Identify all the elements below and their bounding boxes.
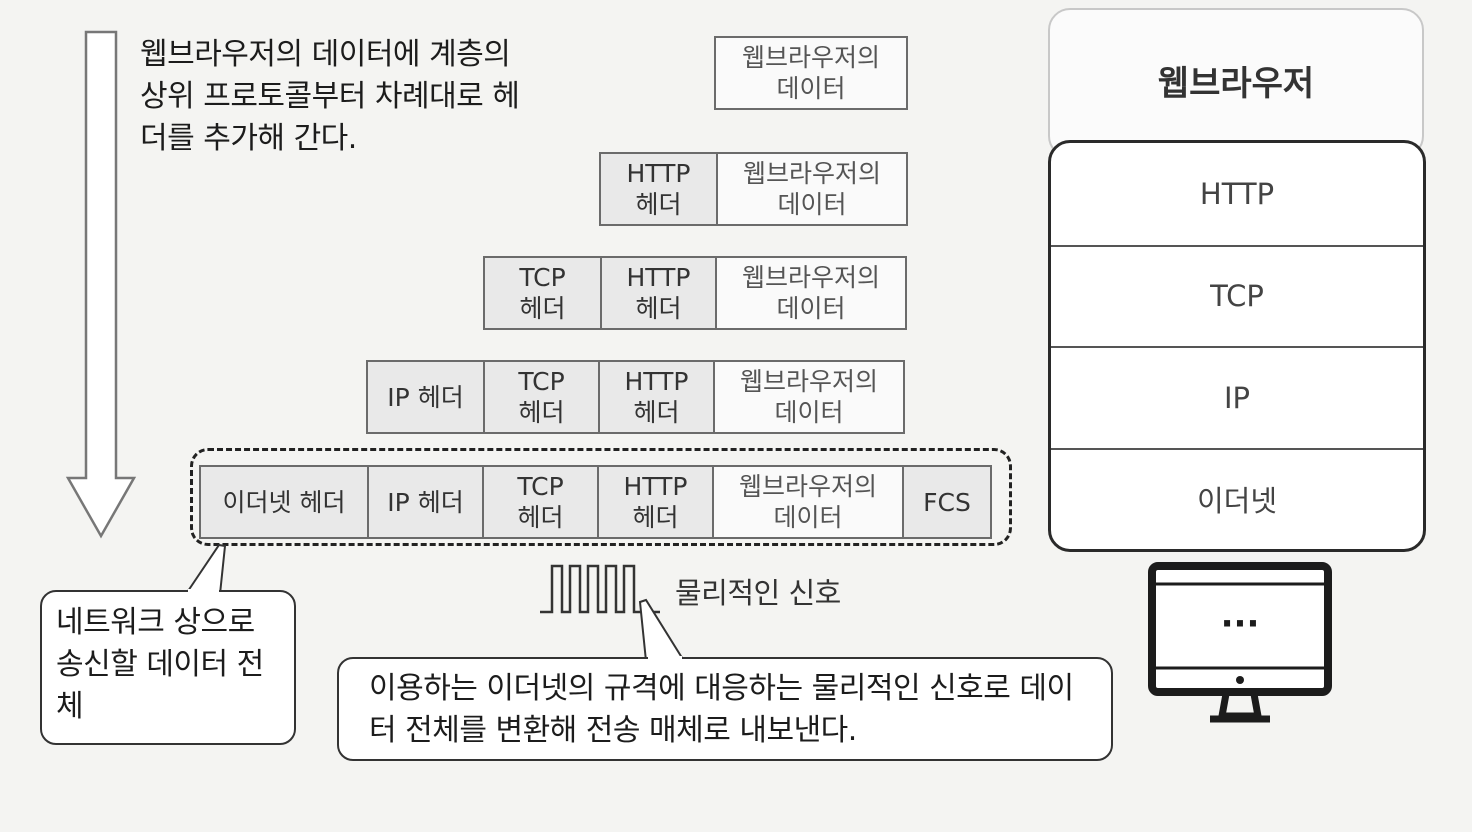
protocol-stack: 웹브라우저 HTTP TCP IP 이더넷 [1048,8,1426,552]
tail-joint [188,589,219,593]
down-arrow-icon [65,30,137,539]
encapsulation-row-http: HTTP 헤더 웹브라우저의 데이터 [599,152,908,226]
browser-data-cell: 웹브라우저의 데이터 [715,258,905,328]
ip-header-cell: IP 헤더 [368,362,483,432]
whole-data-callout: 네트워크 상으로 송신할 데이터 전체 [40,590,296,745]
stack-layer-ethernet: 이더넷 [1051,447,1423,550]
tcp-header-cell: TCP 헤더 [482,467,597,537]
stack-layer-ip: IP [1051,346,1423,448]
http-header-cell: HTTP 헤더 [598,362,713,432]
http-header-cell: HTTP 헤더 [600,258,715,328]
physical-signal-waveform [540,564,660,614]
tcp-header-cell: TCP 헤더 [485,258,600,328]
browser-data-cell: 웹브라우저의 데이터 [712,467,902,537]
stack-layer-http: HTTP [1199,176,1275,211]
computer-monitor-icon: ··· [1148,562,1332,723]
signal-conversion-callout: 이용하는 이더넷의 규격에 대응하는 물리적인 신호로 데이터 전체를 변환해 … [337,657,1113,761]
physical-signal-label: 물리적인 신호 [675,576,841,610]
encapsulation-row-ethernet: 이더넷 헤더 IP 헤더 TCP 헤더 HTTP 헤더 웹브라우저의 데이터 F… [199,465,992,539]
browser-data-cell: 웹브라우저의 데이터 [716,154,906,224]
http-header-cell: HTTP 헤더 [601,154,716,224]
browser-data-cell: 웹브라우저의 데이터 [716,38,906,108]
tcp-header-cell: TCP 헤더 [483,362,598,432]
browser-data-cell: 웹브라우저의 데이터 [713,362,903,432]
monitor-screen-text: ··· [1221,604,1260,644]
stack-app-layer: 웹브라우저 [1048,8,1424,158]
encapsulation-row-data: 웹브라우저의 데이터 [714,36,908,110]
stack-layers: HTTP TCP IP 이더넷 [1048,140,1426,552]
intro-text: 웹브라우저의 데이터에 계층의 상위 프로토콜부터 차례대로 헤더를 추가해 간… [140,37,520,156]
ethernet-header-cell: 이더넷 헤더 [201,467,367,537]
http-header-cell: HTTP 헤더 [597,467,712,537]
stack-layer-tcp: TCP [1051,244,1423,347]
ip-header-cell: IP 헤더 [367,467,482,537]
tail-joint [648,656,682,660]
encapsulation-row-ip: IP 헤더 TCP 헤더 HTTP 헤더 웹브라우저의 데이터 [366,360,905,434]
encapsulation-row-tcp: TCP 헤더 HTTP 헤더 웹브라우저의 데이터 [483,256,907,330]
full-frame-highlight [190,448,1012,546]
fcs-cell: FCS [902,467,990,537]
